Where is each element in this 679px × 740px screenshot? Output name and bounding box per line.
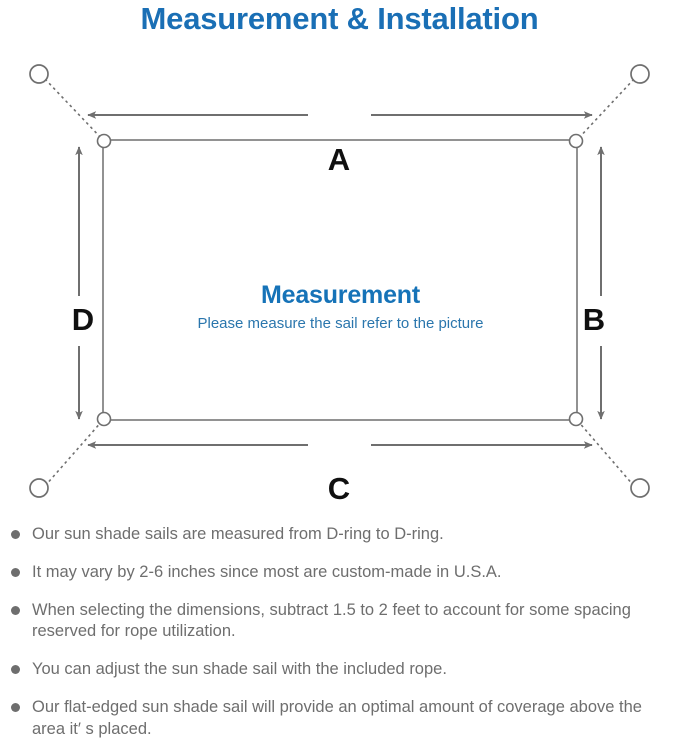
anchor-ring-bottom-left xyxy=(29,478,49,498)
note-text: It may vary by 2-6 inches since most are… xyxy=(32,562,502,581)
notes-list: Our sun shade sails are measured from D-… xyxy=(0,524,679,740)
page-title: Measurement & Installation xyxy=(140,1,539,36)
d-ring-top-left xyxy=(96,133,112,149)
dimension-label-c: C xyxy=(327,471,351,506)
bullet-icon xyxy=(11,665,20,675)
sail-caption-subtitle: Please measure the sail refer to the pic… xyxy=(197,314,484,332)
sail-caption-title: Measurement xyxy=(261,281,420,309)
anchor-ring-top-right xyxy=(630,64,650,84)
rope-bottom-right xyxy=(576,419,635,487)
sail-rectangle xyxy=(102,139,578,421)
dimension-label-a: A xyxy=(327,142,351,177)
anchor-ring-bottom-right xyxy=(630,478,650,498)
dimension-label-b: B xyxy=(582,302,606,337)
note-text: When selecting the dimensions, subtract … xyxy=(32,600,631,641)
d-ring-bottom-right xyxy=(568,411,584,427)
note-item: When selecting the dimensions, subtract … xyxy=(0,600,679,644)
anchor-ring-top-left xyxy=(29,64,49,84)
rope-top-right xyxy=(576,78,635,141)
bullet-icon xyxy=(11,530,20,539)
note-text: Our sun shade sails are measured from D-… xyxy=(32,525,444,543)
sail-caption: Measurement Please measure the sail refe… xyxy=(103,281,578,333)
note-text: Our flat-edged sun shade sail will provi… xyxy=(32,697,642,738)
diagram-canvas xyxy=(29,64,650,498)
rope-lines xyxy=(44,78,635,487)
note-item: Our sun shade sails are measured from D-… xyxy=(0,524,679,546)
note-item: Our flat-edged sun shade sail will provi… xyxy=(0,697,679,740)
bullet-icon xyxy=(11,605,20,615)
bullet-icon xyxy=(11,567,20,577)
anchor-rings xyxy=(29,64,650,498)
bullet-icon xyxy=(11,702,20,712)
note-item: It may vary by 2-6 inches since most are… xyxy=(0,562,679,584)
sail-measurement-diagram: A B C D Measurement Please measure the s… xyxy=(0,46,679,516)
d-ring-bottom-left xyxy=(96,411,112,427)
rope-top-left xyxy=(44,78,104,141)
note-text: You can adjust the sun shade sail with t… xyxy=(32,660,447,679)
rope-bottom-left xyxy=(44,419,104,487)
d-ring-top-right xyxy=(568,133,584,149)
dimension-label-d: D xyxy=(71,302,95,337)
d-rings xyxy=(96,133,584,427)
note-item: You can adjust the sun shade sail with t… xyxy=(0,659,679,681)
